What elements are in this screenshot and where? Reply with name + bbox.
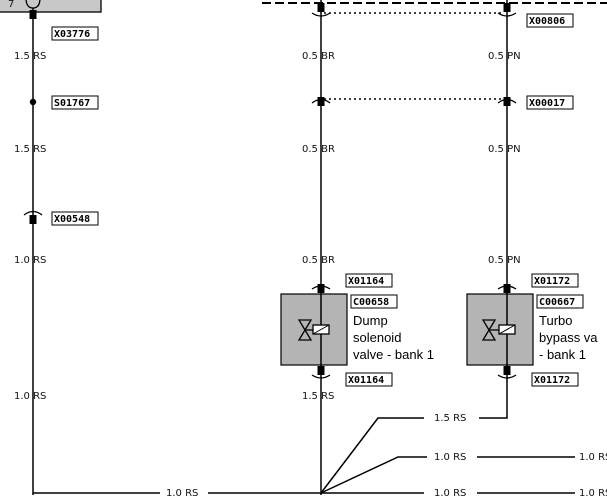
wire-label: 0.5 PN (488, 255, 521, 266)
splice-s01767 (29, 98, 37, 106)
svg-text:S01767: S01767 (54, 98, 90, 109)
svg-text:Dump: Dump (353, 313, 388, 328)
wire-label: 1.0 RS (434, 488, 466, 496)
wire-label: 1.0 RS (434, 452, 466, 463)
svg-text:X01164: X01164 (348, 375, 384, 386)
component-tag-c00667[interactable]: C00667 (536, 294, 584, 309)
connector-tag-x00548[interactable]: X00548 (51, 211, 99, 226)
connector-tag-x03776[interactable]: X03776 (51, 26, 99, 41)
svg-text:X01164: X01164 (348, 276, 384, 287)
connector-tag-x01164-top[interactable]: X01164 (345, 273, 393, 288)
connector-tag-x01172-top[interactable]: X01172 (531, 273, 579, 288)
svg-text:C00658: C00658 (353, 297, 389, 308)
wire-label: 1.0 RS (579, 488, 607, 496)
wire-label: 0.5 BR (302, 51, 335, 62)
wire-label: 1.0 RS (14, 391, 46, 402)
turbo-valve-label: Turbo bypass va - bank 1 (539, 313, 598, 362)
wire-label: 0.5 BR (302, 255, 335, 266)
wire-label: 1.5 RS (434, 413, 466, 424)
connector-tag-x01172-bottom[interactable]: X01172 (531, 372, 579, 387)
wire-label: 1.0 RS (579, 452, 607, 463)
wire-label: 0.5 BR (302, 144, 335, 155)
svg-text:bypass va: bypass va (539, 330, 598, 345)
svg-text:X03776: X03776 (54, 29, 90, 40)
wire-label: 1.0 RS (166, 488, 198, 496)
splice-x00548 (29, 215, 37, 224)
splice-x03776 (29, 10, 37, 19)
svg-text:valve - bank 1: valve - bank 1 (353, 347, 434, 362)
wire-label: 1.5 RS (14, 51, 46, 62)
wire-label: 1.5 RS (14, 144, 46, 155)
wire-label: 1.0 RS (14, 255, 46, 266)
dump-valve-label: Dump solenoid valve - bank 1 (353, 313, 434, 362)
wire-label: 1.5 RS (302, 391, 334, 402)
component-tag-c00658[interactable]: C00658 (350, 294, 398, 309)
svg-text:Turbo: Turbo (539, 313, 572, 328)
svg-text:X00806: X00806 (529, 16, 565, 27)
middle-wire (311, 0, 331, 495)
connector-tag-x00806[interactable]: X00806 (526, 13, 574, 28)
svg-text:solenoid: solenoid (353, 330, 401, 345)
svg-text:- bank 1: - bank 1 (539, 347, 586, 362)
svg-text:X01172: X01172 (534, 375, 570, 386)
wire-label: 0.5 PN (488, 51, 521, 62)
connector-tag-s01767[interactable]: S01767 (51, 95, 99, 110)
bottom-wiring (33, 395, 575, 494)
turbo-valve-component (466, 293, 534, 366)
svg-text:X00548: X00548 (54, 214, 90, 225)
connector-tag-x01164-bottom[interactable]: X01164 (345, 372, 393, 387)
pin-number: 7 (8, 0, 14, 10)
svg-text:X00017: X00017 (529, 98, 565, 109)
valve-icon (481, 319, 516, 341)
svg-text:C00667: C00667 (539, 297, 575, 308)
svg-text:X01172: X01172 (534, 276, 570, 287)
left-wire (23, 8, 43, 495)
wire-label: 0.5 PN (488, 144, 521, 155)
connector-tag-x00017[interactable]: X00017 (526, 95, 574, 110)
valve-icon (297, 319, 330, 341)
dump-valve-component (280, 293, 348, 366)
top-left-connector-block: 7 (0, 0, 102, 13)
